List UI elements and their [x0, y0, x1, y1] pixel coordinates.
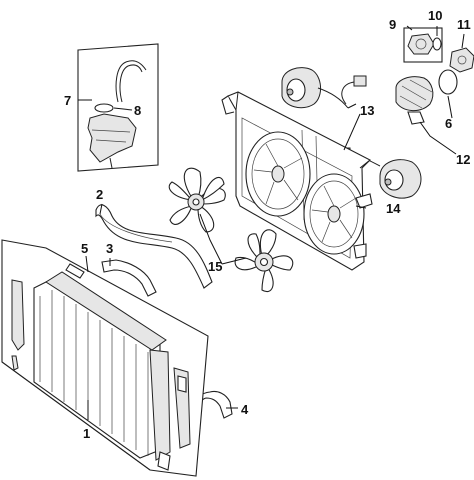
callout-5: 5: [81, 241, 88, 256]
upper-hose: [95, 204, 213, 289]
callout-13: 13: [360, 103, 374, 118]
callout-labels: 1 2 3 4 5 6 7 8 9 10 11 12 13 14 15: [64, 8, 471, 441]
callout-3: 3: [106, 241, 113, 256]
callout-8: 8: [134, 103, 141, 118]
fan-motor-group: [281, 67, 458, 199]
callout-4: 4: [241, 402, 249, 417]
thermostat-gasket: [432, 37, 442, 51]
callout-12: 12: [456, 152, 470, 167]
radiator-side-tank: [149, 349, 171, 461]
callout-6: 6: [445, 116, 452, 131]
callout-14: 14: [386, 201, 401, 216]
callout-1: 1: [83, 426, 90, 441]
overflow-hose: [115, 60, 147, 103]
fan-shroud: [221, 91, 373, 271]
radiator-top-tank: [45, 271, 167, 351]
callout-10: 10: [428, 8, 442, 23]
fan-blade-upper: [168, 167, 226, 233]
callout-7: 7: [64, 93, 71, 108]
reservoir-tank: [87, 113, 137, 163]
reservoir-cap: [94, 103, 114, 113]
thermostat-housing: [449, 47, 474, 73]
callout-15: 15: [208, 259, 222, 274]
callout-9: 9: [389, 17, 396, 32]
fan-blade-lower: [234, 229, 294, 292]
callout-2: 2: [96, 187, 103, 202]
radiator-assembly: [1, 239, 209, 477]
thermostat-group: [403, 27, 474, 73]
radiator-left-bracket: [11, 279, 25, 351]
motor-connector-upper: [353, 75, 367, 87]
water-pump-gasket: [438, 69, 458, 95]
thermostat: [407, 33, 435, 55]
reservoir-group: [77, 43, 159, 172]
callout-11: 11: [457, 17, 471, 32]
leader-lines: [78, 25, 465, 420]
lower-hose-upper: [101, 259, 157, 297]
